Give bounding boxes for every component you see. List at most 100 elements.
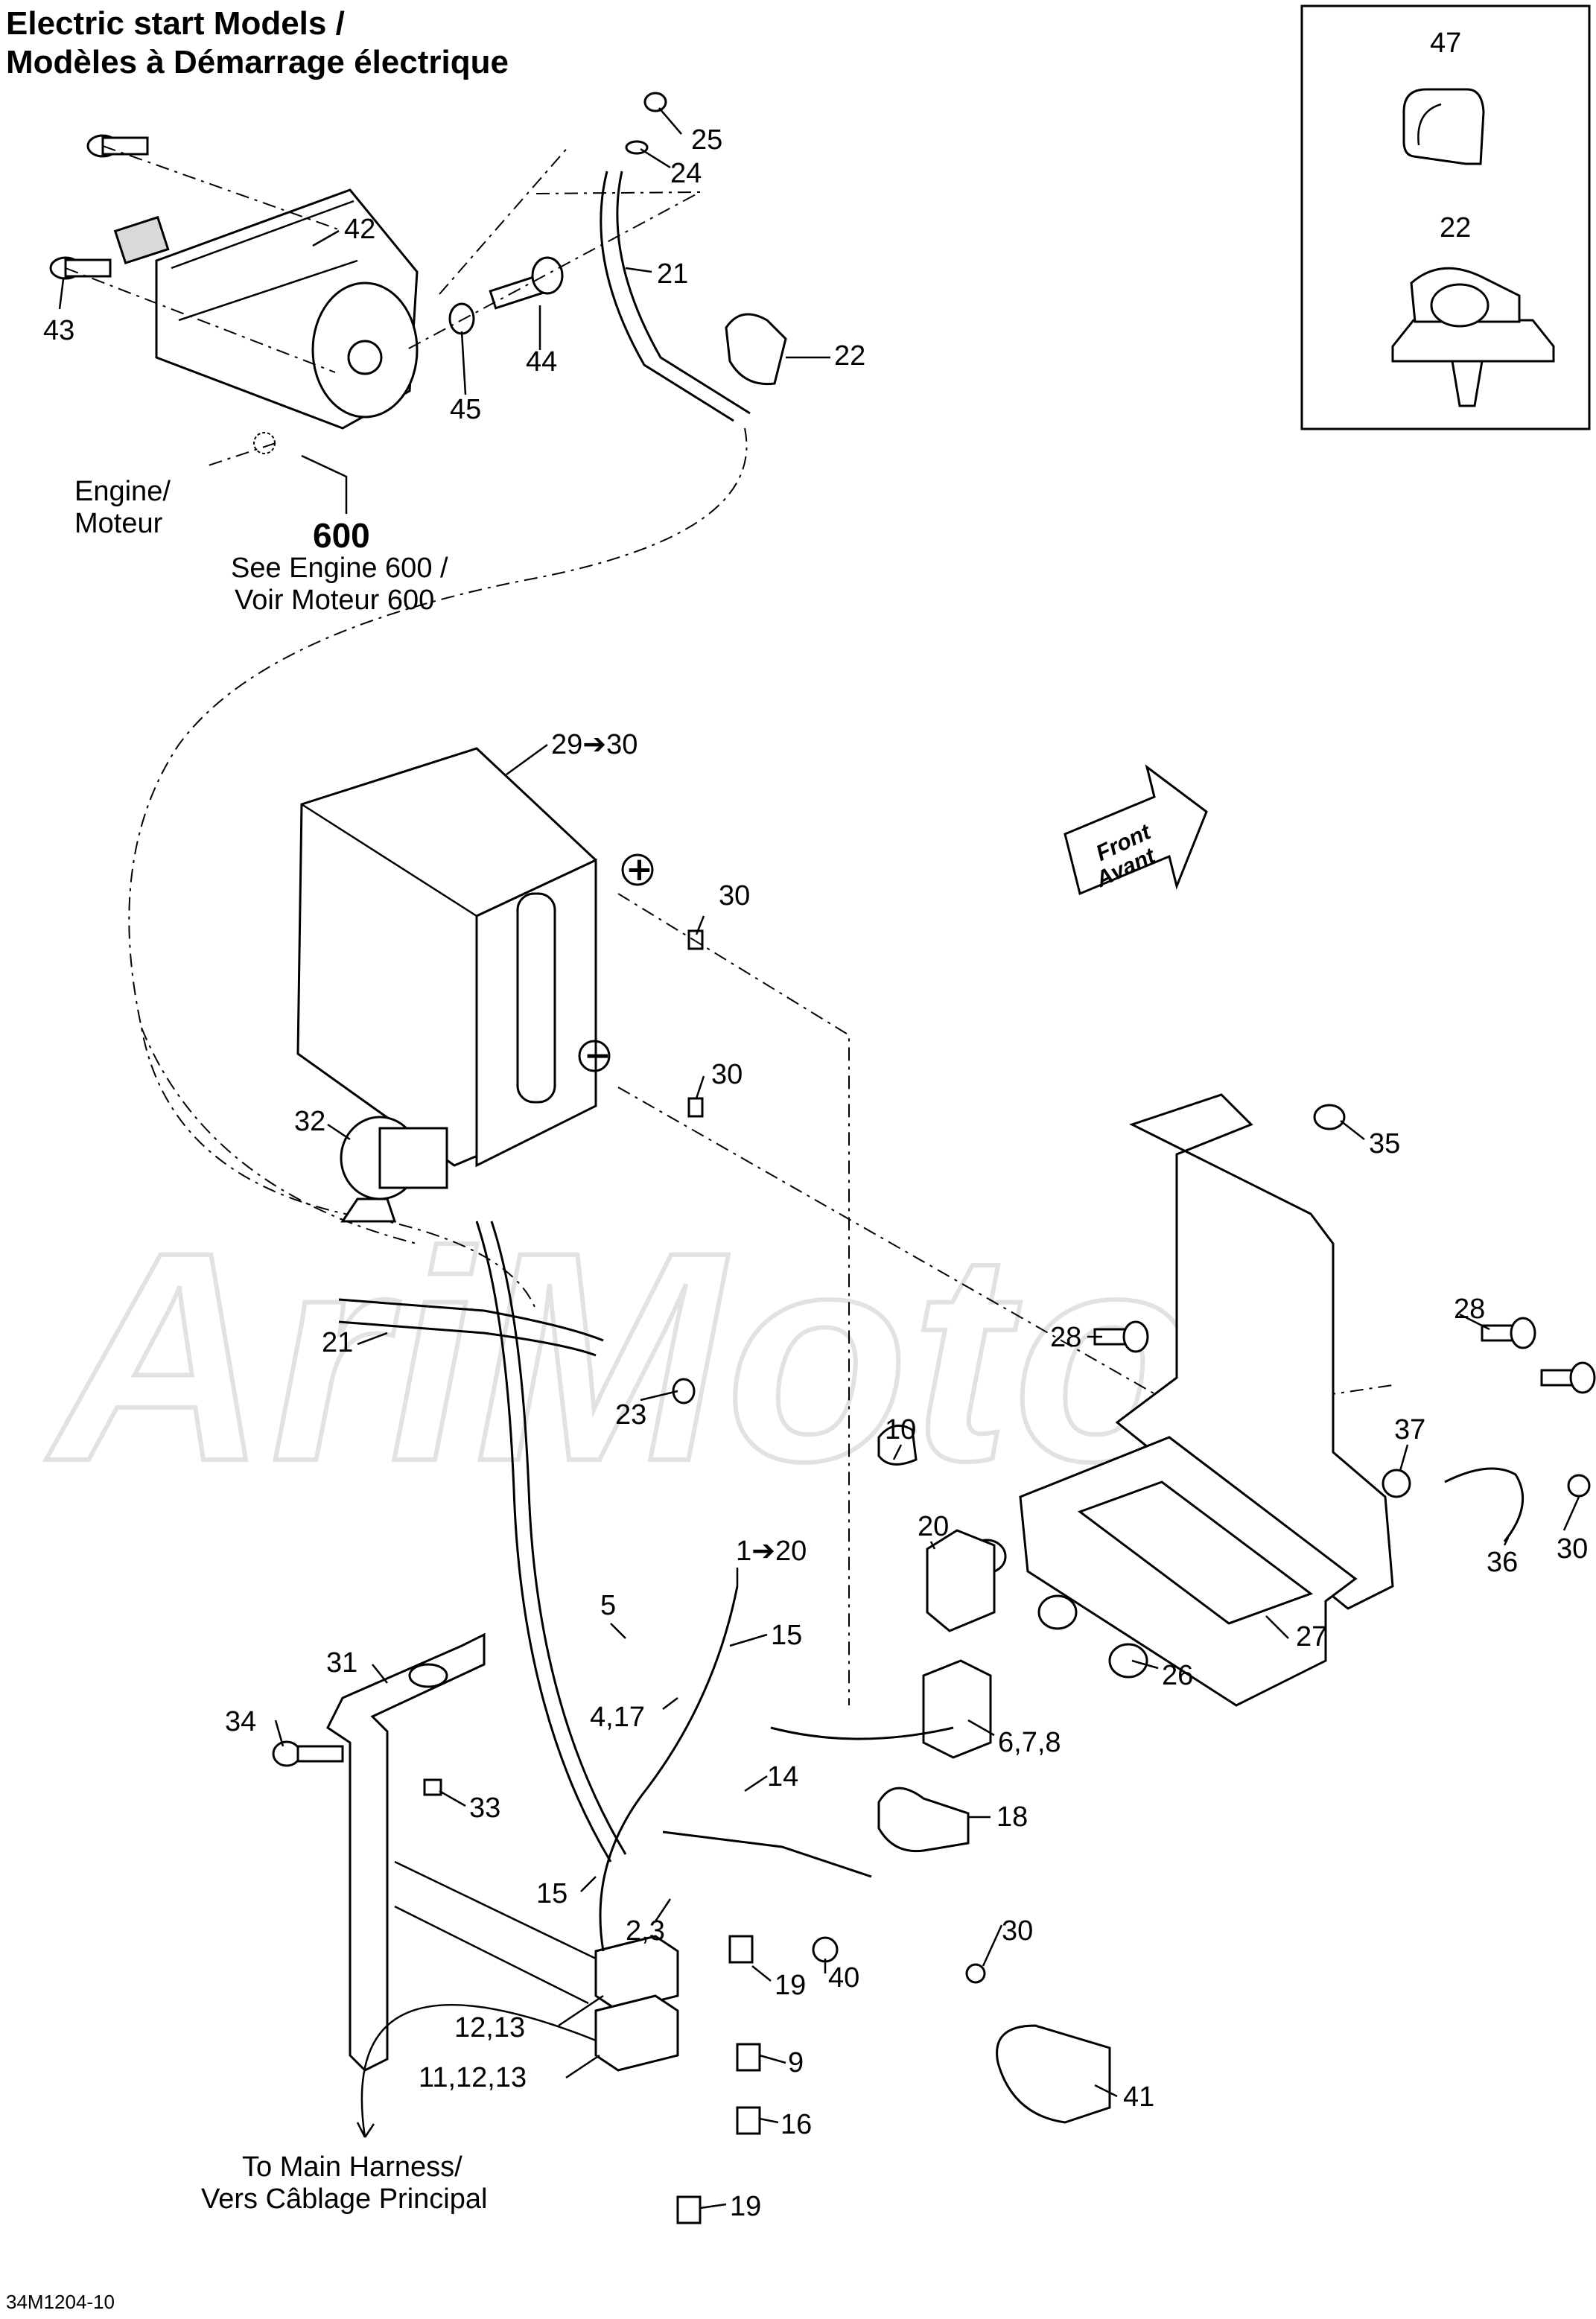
callout-23: 23 [615,1399,646,1431]
battery-cable-21-lower-b [338,1320,597,1357]
callout-29-30: 29➔30 [551,729,638,760]
engine-mount-point [253,432,276,454]
callout-28-left: 28 [1050,1322,1081,1353]
detail-inset-box [1300,4,1591,430]
callout-14: 14 [767,1761,798,1792]
callout-4-17: 4,17 [590,1702,645,1733]
callout-12-13: 12,13 [454,2012,525,2043]
callout-10: 10 [885,1414,916,1445]
harness-branch-15 [599,1585,739,1952]
assembly-lines-bracket [394,1860,597,2005]
callout-6-7-8: 6,7,8 [998,1727,1061,1758]
callout-30-b: 30 [711,1059,743,1090]
callout-16: 16 [780,2109,812,2140]
callout-45: 45 [450,394,481,425]
callout-47: 47 [1430,28,1461,59]
nut-40-drawing [812,1936,839,1963]
callout-37: 37 [1394,1414,1425,1445]
callout-2-3: 2,3 [626,1915,665,1947]
diagram-title-line1: Electric start Models / [6,5,345,42]
callout-19-upper: 19 [775,1970,806,2001]
battery-cable-21-upper-b [616,171,751,415]
battery-cable-21-lower [338,1298,604,1342]
engine-see-line1: See Engine 600 / [231,553,448,584]
callout-36: 36 [1487,1547,1518,1578]
callout-21-lower: 21 [322,1327,353,1358]
callout-19-lower: 19 [730,2191,761,2222]
nut-25-drawing [643,92,667,112]
callout-21-upper: 21 [657,258,688,290]
harness-branch-14 [662,1830,872,1878]
callout-44: 44 [526,346,557,378]
front-direction-arrow: Front Avant [1064,764,1208,896]
bracket-31-drawing [326,1632,486,2072]
callout-11-12-13: 11,12,13 [419,2062,527,2093]
callout-22: 22 [834,340,865,372]
cable-routing-loop-b [141,1027,418,1244]
star-washer-37 [1382,1469,1411,1498]
negative-circle [578,1040,611,1072]
clip-22-drawing [725,313,787,386]
bolt-43-drawing [49,134,149,280]
callout-25: 25 [691,124,722,156]
ground-strap-36 [1444,1467,1525,1542]
harness-to-main-arrow [360,2003,597,2138]
nut-30-drawing-2 [687,1097,704,1118]
diagram-title-line2: Modèles à Démarrage électrique [6,44,509,80]
bolt-34-drawing [272,1740,344,1767]
fuses-drawing [676,1935,761,2224]
harness-wire-main-b [490,1221,627,1855]
callout-30-d: 30 [1002,1915,1033,1947]
callout-24: 24 [670,158,702,189]
engine-reference-number: 600 [313,516,370,555]
relay-drawing [877,1424,996,1759]
solenoid-drawing [340,1116,448,1223]
starter-motor-drawing [113,188,419,430]
bolts-28-drawing [1093,1317,1596,1394]
nut-33-drawing [423,1778,442,1796]
battery-cable-21-upper [600,171,734,422]
assembly-line-upper [65,145,701,373]
callout-31: 31 [326,1647,357,1679]
battery-tray-drawing [1019,1093,1394,1707]
callout-15-lower: 15 [536,1878,567,1909]
engine-see-line2: Voir Moteur 600 [235,585,434,616]
callout-30-a: 30 [719,880,750,912]
callout-1-20: 1➔20 [736,1536,807,1567]
outlet-41-drawing [996,2024,1111,2124]
drawing-code: 34M1204-10 [6,2291,115,2313]
clip-47-drawing [1402,88,1485,165]
nut-30-drawing-1 [687,929,704,950]
arrow-head [356,2122,375,2138]
harness-note-line2: Vers Câblage Principal [201,2183,487,2215]
callout-15-upper: 15 [771,1620,802,1651]
callout-43: 43 [43,315,74,346]
callout-18: 18 [996,1801,1028,1833]
bolt-44-washer-45-drawing [448,256,564,335]
watermark-text: AriMoto [43,1190,1198,1523]
nut-30-drawing-4 [965,1963,986,1984]
assembly-line-upper-b [439,144,570,295]
callout-leaders [58,107,1580,2210]
fuse-holder-drawing [594,1935,679,2072]
callout-26: 26 [1162,1660,1193,1691]
engine-label-line2: Moteur [74,508,163,539]
callout-27: 27 [1296,1621,1327,1652]
callout-30-c: 30 [1557,1533,1588,1565]
assembly-line-battery [617,893,850,1705]
harness-wire-main [475,1221,612,1862]
callout-9: 9 [788,2047,804,2078]
engine-leader [301,454,348,514]
connector-18-drawing [877,1787,970,1853]
clip-22-inset-drawing [1391,267,1555,407]
callout-20: 20 [918,1511,949,1542]
engine-arrow-line [208,442,276,466]
callout-42: 42 [344,214,375,245]
harness-note-line1: To Main Harness/ [242,2151,462,2183]
callout-41: 41 [1123,2081,1154,2113]
callout-32: 32 [294,1106,325,1137]
callout-35: 35 [1369,1128,1400,1160]
engine-label-line1: Engine/ [74,476,171,507]
battery-drawing [296,747,597,1168]
